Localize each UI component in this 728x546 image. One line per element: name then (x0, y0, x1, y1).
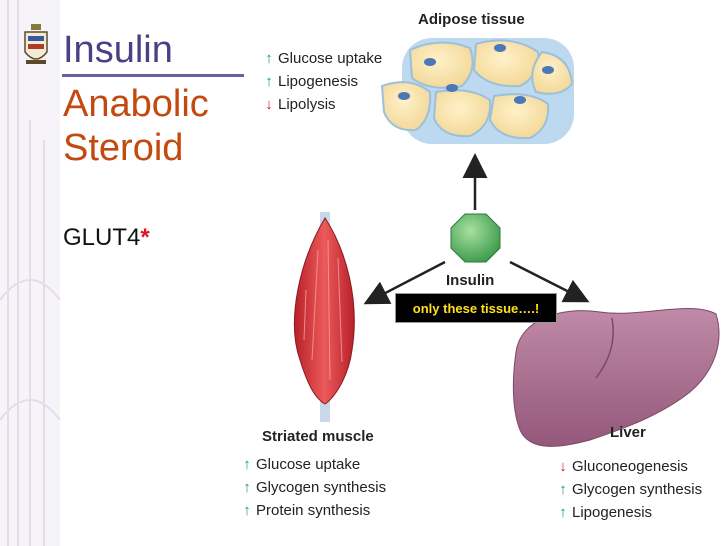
muscle-title: Striated muscle (262, 428, 374, 445)
effect-text: Gluconeogenesis (572, 458, 688, 475)
adipose-tissue-illustration (380, 38, 574, 144)
tissue-callout: only these tissue….! (395, 293, 557, 323)
effect-text: Glucose uptake (278, 50, 383, 67)
arrow-up-icon: ↑ (243, 502, 251, 519)
liver-title: Liver (610, 424, 646, 441)
glut4-label: GLUT4* (63, 224, 150, 252)
arrow-to-liver (509, 260, 590, 303)
arrow-up-icon: ↑ (243, 479, 251, 496)
effect-text: Lipolysis (278, 96, 336, 113)
arrow-up-icon: ↑ (265, 73, 273, 90)
arrow-down-icon: ↓ (559, 458, 567, 475)
title-underline (62, 74, 244, 77)
effect-text: Lipogenesis (278, 73, 359, 90)
effect-text: Protein synthesis (256, 502, 371, 519)
crest-logo (24, 24, 48, 64)
arrow-to-muscle (363, 260, 446, 305)
adipose-effect-2: ↑ Lipogenesis (262, 73, 358, 90)
effect-text: Glycogen synthesis (256, 479, 387, 496)
arrow-down-icon: ↓ (265, 96, 273, 113)
muscle-effect-2: ↑ Glycogen synthesis (240, 479, 386, 496)
adipose-title: Adipose tissue (418, 11, 525, 28)
liver-effect-3: ↑ Lipogenesis (556, 504, 652, 521)
adipose-effect-3: ↓ Lipolysis (262, 96, 336, 113)
adipose-effect-1: ↑ Glucose uptake (262, 50, 382, 67)
insulin-octagon (450, 213, 501, 263)
effect-text: Lipogenesis (572, 504, 653, 521)
arrow-up-icon: ↑ (559, 504, 567, 521)
muscle-effect-1: ↑ Glucose uptake (240, 456, 360, 473)
arrow-up-icon: ↑ (243, 456, 251, 473)
title-steroid: Steroid (63, 127, 184, 169)
effect-text: Glucose uptake (256, 456, 361, 473)
title-insulin: Insulin (63, 29, 173, 71)
insulin-label: Insulin (446, 272, 495, 289)
glut4-asterisk: * (140, 224, 150, 251)
glut4-text: GLUT4 (63, 224, 141, 251)
title-anabolic: Anabolic (63, 83, 209, 125)
striated-muscle-illustration (294, 212, 355, 422)
muscle-effect-3: ↑ Protein synthesis (240, 502, 370, 519)
effect-text: Glycogen synthesis (572, 481, 703, 498)
arrow-up-icon: ↑ (559, 481, 567, 498)
background-pattern (0, 0, 60, 546)
liver-effect-1: ↓ Gluconeogenesis (556, 458, 688, 475)
liver-effect-2: ↑ Glycogen synthesis (556, 481, 702, 498)
liver-illustration (512, 308, 720, 447)
arrow-up-icon: ↑ (265, 50, 273, 67)
